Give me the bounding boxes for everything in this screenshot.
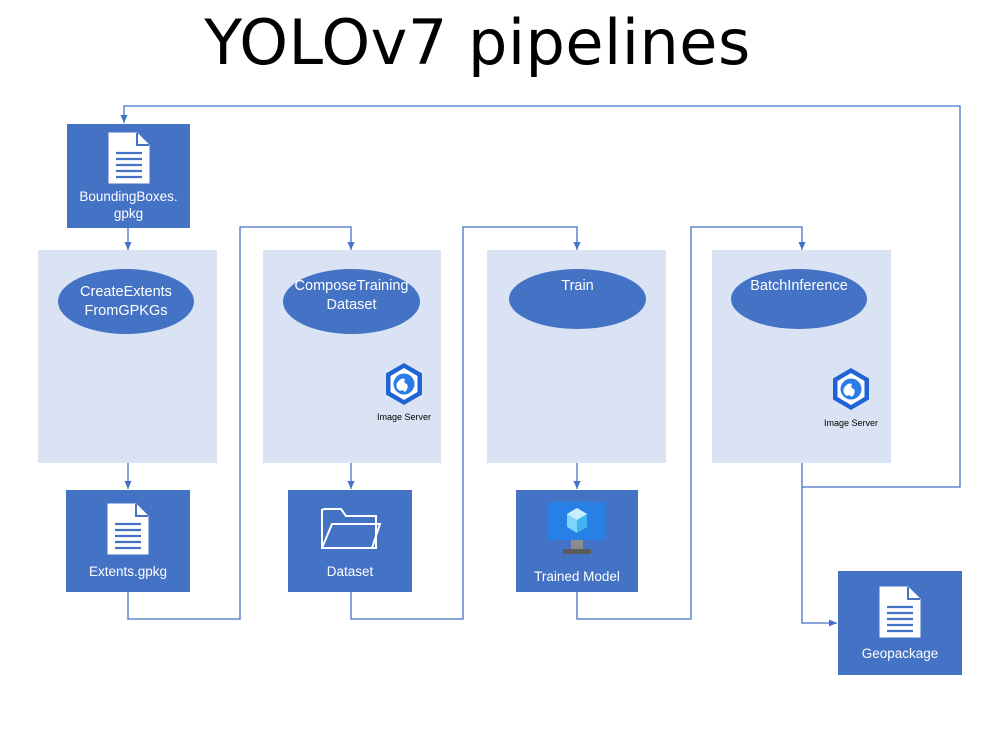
step-batch-inference-label: BatchInference	[750, 278, 848, 294]
dataset-label: Dataset	[326, 564, 374, 579]
vm-monitor-icon	[548, 502, 606, 554]
extents-file[interactable]: Extents.gpkg	[66, 490, 190, 592]
step-batch-inference[interactable]: BatchInference	[731, 269, 867, 329]
document-icon	[879, 586, 921, 638]
diagram-title: YOLOv7 pipelines	[204, 6, 751, 79]
arrow-model-to-inference	[576, 226, 806, 620]
arrow-extents-to-compose	[127, 226, 355, 620]
arrow-dataset-to-train	[350, 226, 581, 620]
geopackage-label: Geopackage	[861, 646, 939, 661]
dataset-folder[interactable]: Dataset	[288, 490, 412, 592]
folder-icon	[321, 508, 382, 549]
step-train[interactable]: Train	[509, 269, 646, 329]
image-server-label: Image Server	[376, 412, 432, 422]
extents-label: Extents.gpkg	[88, 564, 168, 579]
trained-model-label: Trained Model	[534, 569, 620, 584]
geopackage-file[interactable]: Geopackage	[838, 571, 962, 675]
trained-model[interactable]: Trained Model	[516, 490, 638, 592]
image-server-icon	[386, 363, 422, 405]
step-create-extents[interactable]: CreateExtents FromGPKGs	[58, 269, 194, 334]
document-icon	[108, 132, 150, 184]
arrow-inference-to-geopackage	[801, 463, 837, 627]
step-train-label: Train	[561, 278, 594, 294]
bounding-boxes-file[interactable]: BoundingBoxes. gpkg	[67, 124, 190, 228]
step-compose-training[interactable]: ComposeTraining Dataset	[283, 269, 420, 334]
step-compose-training-label: ComposeTraining Dataset	[294, 278, 409, 313]
image-server-label: Image Server	[823, 418, 879, 428]
image-server-icon	[833, 368, 869, 410]
step-create-extents-label: CreateExtents FromGPKGs	[80, 283, 172, 319]
document-icon	[107, 503, 149, 555]
bounding-boxes-label: BoundingBoxes. gpkg	[79, 189, 178, 221]
feedback-arrow	[120, 105, 961, 488]
